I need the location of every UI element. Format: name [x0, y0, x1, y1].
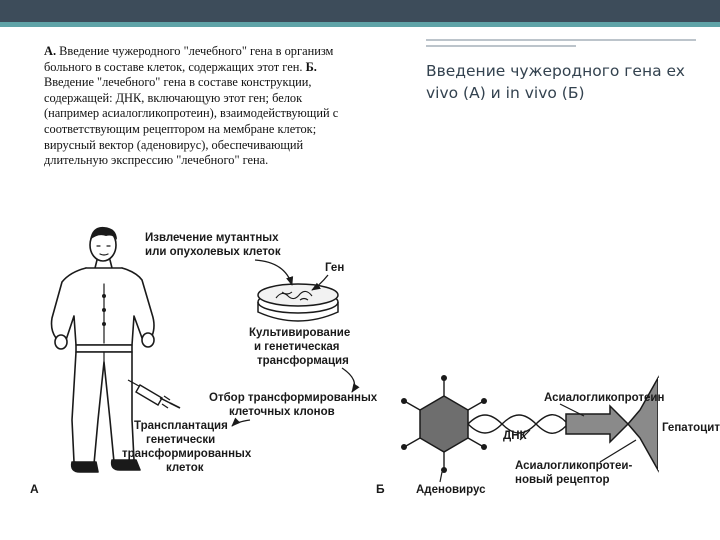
label-asialoglycoprotein: Асиалогликопротеин: [544, 392, 665, 404]
panel-letter-b: Б: [376, 482, 385, 496]
slide-caption: А. Введение чужеродного "лечебного" гена…: [44, 44, 354, 169]
arrow-culture-to-selection: [341, 367, 360, 393]
header-decor-line-short: [426, 45, 576, 47]
dna-strand: [467, 414, 567, 434]
pointer-asialoglycoprotein: [559, 403, 585, 417]
panel-letter-a: А: [30, 482, 39, 496]
label-selection-line-2: клеточных клонов: [229, 406, 335, 418]
label-receptor-line-1: Асиалогликопротеи-: [515, 460, 633, 472]
syringe: [127, 379, 181, 409]
label-culture-line-2: и генетическая: [254, 341, 340, 353]
top-bar: [0, 0, 720, 22]
label-transplant-line-3: трансформированных: [122, 448, 252, 460]
slide-title: Введение чужеродного гена ex vivo (А) и …: [426, 62, 685, 102]
patient-figure: [50, 226, 155, 473]
label-extraction-line-1: Извлечение мутантных: [145, 232, 279, 244]
caption-marker-b: Б.: [305, 59, 317, 74]
petri-dish: [257, 283, 339, 322]
pointer-receptor: [599, 439, 637, 463]
caption-text-a: Введение чужеродного "лечебного" гена в …: [44, 44, 334, 74]
pointer-lines-b: [439, 403, 637, 483]
caption-text-b: Введение "лечебного" гена в составе конс…: [44, 75, 339, 168]
process-arrows-a: [231, 259, 360, 427]
adenovirus: [401, 375, 487, 473]
label-culture-line-3: трансформация: [257, 355, 349, 367]
label-extraction-line-2: или опухолевых клеток: [145, 246, 281, 258]
caption-marker-a: А.: [44, 44, 57, 58]
pointer-adenovirus: [439, 471, 443, 483]
label-transplant-line-4: клеток: [166, 462, 204, 474]
hepatocyte: [627, 375, 698, 473]
arrow-extraction-to-dish: [254, 259, 294, 286]
label-gene: Ген: [325, 262, 344, 274]
label-transplant-line-1: Трансплантация: [134, 420, 228, 432]
label-culture-line-1: Культивирование: [249, 327, 350, 339]
label-hepatocyte: Гепатоцит: [662, 422, 720, 434]
label-receptor-line-2: новый рецептор: [515, 474, 610, 486]
label-selection-line-1: Отбор трансформированных: [209, 392, 378, 404]
pointer-dna: [519, 429, 531, 441]
header-decor-line: [426, 39, 696, 41]
label-transplant-line-2: генетически: [146, 434, 215, 446]
arrow-gene-to-dish: [311, 274, 329, 291]
label-adenovirus: Аденовирус: [416, 484, 486, 496]
top-accent-stripe: [0, 22, 720, 27]
arrow-selection-to-transplant: [231, 417, 251, 427]
